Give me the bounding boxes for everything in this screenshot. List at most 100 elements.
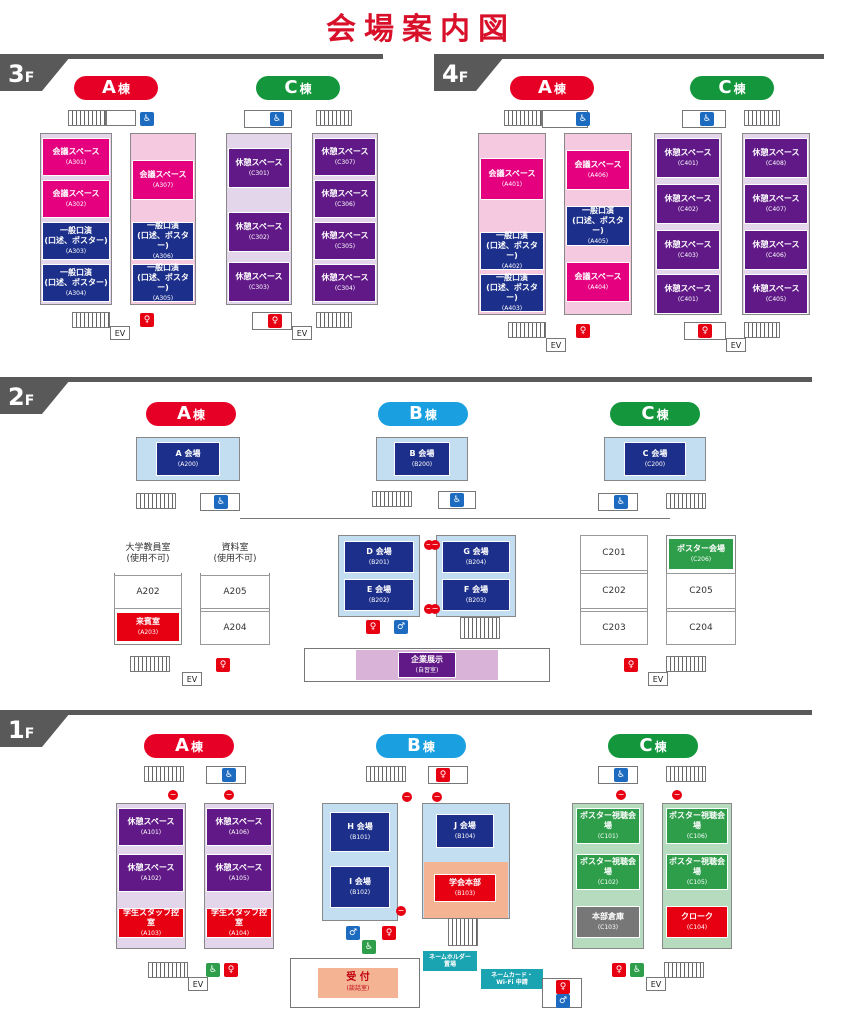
- room-c206: ポスター会場(C206): [668, 538, 734, 570]
- floor-divider-1f: [0, 710, 812, 715]
- stairs-icon: [666, 766, 706, 782]
- room-a403: 一般口演(口述、ポスター)(A403): [480, 273, 544, 312]
- reception: 受 付(談話室): [346, 971, 370, 992]
- room-c203: C203: [580, 611, 648, 645]
- lobby: [290, 958, 420, 1008]
- male-restroom-icon: ♂: [394, 620, 408, 634]
- room-a205: A205: [200, 575, 270, 609]
- hallway: [598, 766, 638, 784]
- room-a301: 会議スペース(A301): [42, 138, 110, 176]
- hallway: [684, 322, 726, 340]
- wheelchair-icon: ♿: [630, 963, 644, 977]
- room-a202: A202: [114, 575, 182, 609]
- floor-tag-4f: 4F: [434, 57, 504, 91]
- room-c405: 休憩スペース(C405): [744, 274, 808, 314]
- room-c205: C205: [666, 573, 736, 609]
- room-c106: ポスター視聴会場(C106): [666, 808, 728, 844]
- room-c402: 休憩スペース(C402): [656, 184, 720, 224]
- room-c102: ポスター視聴会場(C102): [576, 854, 640, 890]
- stairs-icon: [666, 493, 706, 509]
- toilet-icon: ♿: [270, 112, 284, 126]
- floor-tag-2f: 2F: [0, 380, 70, 414]
- elevator: EV: [646, 977, 666, 991]
- stairs-icon: [744, 322, 780, 338]
- hallway: [598, 493, 638, 511]
- hallway: [244, 110, 292, 128]
- elevator: EV: [726, 338, 746, 352]
- room-c303: 休憩スペース(C303): [228, 262, 290, 302]
- room-doc: 資料室(使用不可): [200, 535, 270, 573]
- hallway: [682, 110, 726, 128]
- no-entry-icon: −: [430, 604, 440, 614]
- room-c202: C202: [580, 573, 648, 609]
- female-restroom-icon: ♀: [612, 963, 626, 977]
- namecard-wifi-area: ネームカード・Wi-Fi 申請: [480, 968, 544, 990]
- room-a304: 一般口演(口述、ポスター)(A304): [42, 264, 110, 302]
- room-b104: J 会場(B104): [436, 814, 494, 848]
- room-c406: 休憩スペース(C406): [744, 230, 808, 270]
- stairs-icon: [316, 312, 352, 328]
- no-entry-icon: −: [432, 792, 442, 802]
- elevator: EV: [110, 326, 130, 340]
- female-restroom-icon: ♀: [268, 314, 282, 328]
- room-c401: 休憩スペース(C401): [656, 138, 720, 178]
- room-a305: 一般口演(口述、ポスター)(A305): [132, 263, 194, 302]
- toilet-icon: ♿: [222, 768, 236, 782]
- room-a102: 休憩スペース(A102): [118, 854, 184, 892]
- stairs-icon: [372, 491, 412, 507]
- toilet-icon: ♿: [614, 768, 628, 782]
- male-restroom-icon: ♂: [346, 926, 360, 940]
- toilet-icon: ♿: [140, 112, 154, 126]
- room-a106: 休憩スペース(A106): [206, 808, 272, 846]
- room-c306: 休憩スペース(C306): [314, 180, 376, 218]
- room-c204: C204: [666, 611, 736, 645]
- floor-divider-2f: [0, 377, 812, 382]
- room-a103: 学生スタッフ控室(A103): [118, 908, 184, 938]
- stairs-icon: [448, 918, 478, 946]
- room-c302: 休憩スペース(C302): [228, 212, 290, 252]
- floor-tag-3f: 3F: [0, 57, 70, 91]
- female-restroom-icon: ♀: [382, 926, 396, 940]
- stairs-icon: [508, 322, 546, 338]
- page-title: 会場案内図: [326, 12, 516, 47]
- stairs-icon: [136, 493, 176, 509]
- stairs-icon: [130, 656, 170, 672]
- room-a104: 学生スタッフ控室(A104): [206, 908, 272, 938]
- room-c407: 休憩スペース(C407): [744, 184, 808, 224]
- female-restroom-icon: ♀: [140, 313, 154, 327]
- room-a302: 会議スペース(A302): [42, 180, 110, 218]
- female-restroom-icon: ♀: [436, 768, 450, 782]
- floor-tag-1f: 1F: [0, 713, 70, 747]
- room-a306: 一般口演(口述、ポスター)(A306): [132, 221, 194, 260]
- elevator: EV: [182, 672, 202, 686]
- toilet-icon: ♿: [614, 495, 628, 509]
- no-entry-icon: −: [402, 792, 412, 802]
- room-a405: 一般口演(口述、ポスター)(A405): [566, 206, 630, 246]
- room-c200: C 会場(C200): [624, 442, 686, 476]
- female-restroom-icon: ♀: [576, 324, 590, 338]
- hallway: [200, 493, 240, 511]
- room-a307: 会議スペース(A307): [132, 160, 194, 200]
- room-a105: 休憩スペース(A105): [206, 854, 272, 892]
- toilet-icon: ♿: [214, 495, 228, 509]
- room-a200: A 会場(A200): [156, 442, 220, 476]
- no-entry-icon: −: [224, 790, 234, 800]
- room-a101: 休憩スペース(A101): [118, 808, 184, 846]
- room-c104: クローク(C104): [666, 906, 728, 938]
- corridor-line: [240, 518, 670, 519]
- no-entry-icon: −: [424, 540, 434, 550]
- elevator: EV: [648, 672, 668, 686]
- stairs-icon: [148, 962, 188, 978]
- female-restroom-icon: ♀: [224, 963, 238, 977]
- room-exhibit: 企業展示(自習室): [398, 652, 456, 678]
- stairs-icon: [144, 766, 184, 782]
- no-entry-icon: −: [672, 790, 682, 800]
- room-c408: 休憩スペース(C408): [744, 138, 808, 178]
